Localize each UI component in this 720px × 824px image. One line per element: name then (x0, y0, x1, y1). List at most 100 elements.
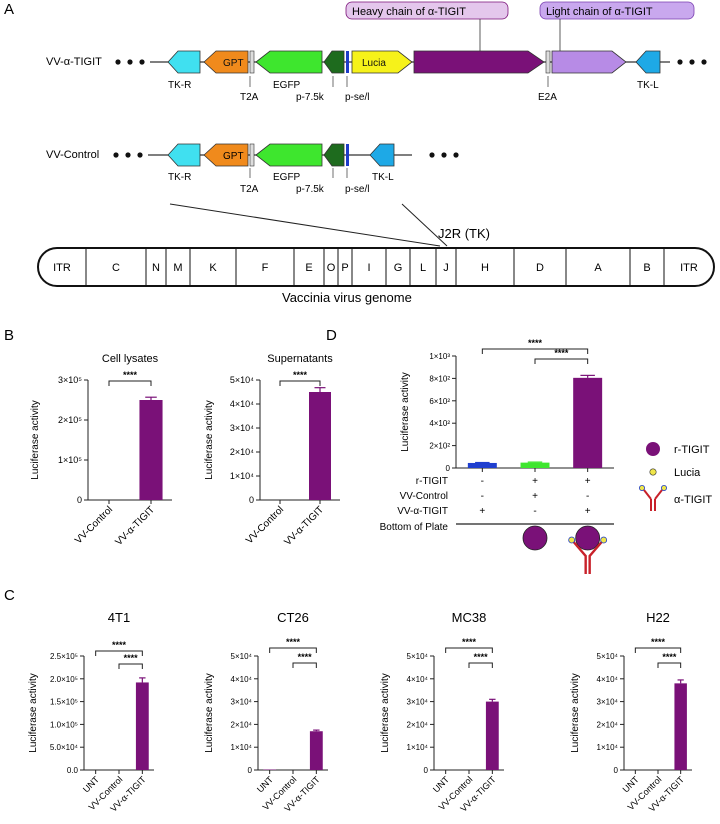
condition-sign-1-0: - (481, 491, 484, 502)
bar-1 (520, 462, 550, 468)
x-tick-label-1: VV-α-TIGIT (282, 504, 326, 548)
y-tick-label: 3×10⁵ (58, 375, 82, 385)
panel-c-letter: C (4, 587, 15, 604)
heavy-chain-gene (413, 50, 545, 74)
y-tick-label: 3×10⁴ (597, 698, 619, 707)
bar-2 (135, 682, 149, 770)
egfp-label-1: EGFP (273, 80, 301, 91)
genome-segment-17: ITR (680, 262, 698, 274)
bar-2 (485, 701, 499, 770)
sig-bracket-0 (634, 647, 682, 653)
sig-bracket-1 (118, 663, 143, 669)
x-tick-label-0: UNT (81, 774, 102, 795)
y-tick-label: 1×10⁴ (597, 743, 619, 752)
y-tick-label: 2.0×10⁵ (50, 675, 78, 684)
sig-bracket-1 (292, 662, 317, 668)
sig-bracket-1 (657, 662, 682, 668)
chart-title: CT26 (277, 610, 309, 625)
sig-stars-1: **** (298, 652, 313, 662)
panel-b-letter: B (4, 327, 14, 344)
x-tick-label-0: VV-Control (73, 504, 115, 546)
tkl-gene-2 (369, 143, 395, 167)
tkr-gene (167, 50, 201, 74)
y-tick-label: 3×10⁴ (231, 698, 253, 707)
panel-d-letter: D (326, 327, 337, 344)
gpt-label: GPT (223, 58, 244, 69)
condition-label-2: VV-α-TIGIT (397, 506, 448, 517)
chart-title: Supernatants (267, 353, 333, 365)
y-tick-label: 3×10⁴ (230, 423, 254, 433)
legend-r-tigit: r-TIGIT (674, 444, 710, 456)
sig-bracket-1 (468, 662, 493, 668)
dots-right-1 (677, 59, 707, 65)
y-tick-label: 5×10⁴ (597, 652, 619, 661)
light-chain-gene (551, 50, 627, 74)
sig-stars-1: **** (662, 652, 677, 662)
panel-a-letter: A (4, 1, 14, 18)
chart-h22: H2201×10⁴2×10⁴3×10⁴4×10⁴5×10⁴Luciferase … (570, 610, 692, 814)
y-tick-label: 1×10⁵ (58, 455, 82, 465)
y-tick-label: 2×10⁴ (230, 447, 254, 457)
egfp-gene (255, 50, 323, 74)
y-tick-label: 5×10⁴ (407, 652, 429, 661)
egfp-label-2: EGFP (273, 172, 301, 183)
lucia-label: Lucia (362, 58, 386, 69)
sig-stars-0: **** (286, 637, 301, 647)
sig-bracket-0 (95, 650, 143, 656)
sig-bracket-0 (108, 380, 152, 386)
pse-label-2: p-se/l (345, 184, 369, 195)
condition-sign-1-1: + (532, 491, 538, 502)
y-tick-label: 0 (248, 766, 253, 775)
genome-segment-16: B (643, 262, 650, 274)
condition-label-1: VV-Control (400, 491, 448, 502)
chart-supernatants: Supernatants01×10⁴2×10⁴3×10⁴4×10⁴5×10⁴Lu… (204, 353, 340, 548)
condition-sign-2-1: - (533, 506, 536, 517)
condition-sign-0-1: + (532, 476, 538, 487)
tkl-label-2: TK-L (372, 172, 394, 183)
y-tick-label: 0.0 (67, 766, 79, 775)
sig-stars-0: **** (123, 370, 138, 380)
tkl-label-1: TK-L (637, 80, 659, 91)
sig-stars-0: **** (651, 637, 666, 647)
y-tick-label: 2×10⁴ (231, 720, 253, 729)
t2a-element-2 (249, 143, 255, 167)
tkl-gene (635, 50, 661, 74)
lucia-legend-icon (649, 468, 657, 476)
t2a-label-1: T2A (240, 92, 259, 103)
y-tick-label: 1×10³ (429, 352, 450, 361)
y-tick-label: 2.5×10⁵ (50, 652, 78, 661)
y-tick-label: 1×10⁴ (231, 743, 253, 752)
lucia-dot-2 (600, 536, 608, 544)
chart-ct26: CT2601×10⁴2×10⁴3×10⁴4×10⁴5×10⁴Luciferase… (204, 610, 328, 814)
y-tick-label: 2×10⁴ (407, 720, 429, 729)
genome-bar (37, 247, 715, 287)
y-axis-label: Luciferase activity (380, 673, 391, 752)
dots-left-2 (113, 152, 143, 158)
bar-1 (309, 392, 331, 500)
y-tick-label: 2×10⁵ (58, 415, 82, 425)
y-tick-label: 1×10⁴ (230, 471, 254, 481)
zoom-line-right (401, 203, 448, 247)
antibody-shape (572, 541, 603, 574)
y-tick-label: 0 (249, 495, 254, 505)
y-axis-label: Luciferase activity (204, 400, 215, 479)
condition-sign-2-2: + (585, 506, 591, 517)
y-tick-label: 2×10² (429, 442, 450, 451)
y-tick-label: 1×10⁴ (407, 743, 429, 752)
bar-2 (674, 683, 687, 770)
heavy-chain-label: Heavy chain of α-TIGIT (352, 6, 466, 18)
panel-d-legend: r-TIGIT Lucia α-TIGIT (639, 442, 712, 511)
y-axis-label: Luciferase activity (400, 372, 411, 451)
y-tick-label: 4×10⁴ (231, 675, 253, 684)
sig-bracket-0 (269, 647, 317, 653)
p75k-label-1: p-7.5k (296, 92, 325, 103)
sig-bracket-1 (534, 358, 589, 364)
y-tick-label: 4×10⁴ (407, 675, 429, 684)
condition-sign-2-0: + (479, 506, 485, 517)
genome-segment-13: H (481, 262, 489, 274)
y-axis-label: Luciferase activity (28, 673, 39, 752)
genome-segment-11: L (420, 262, 426, 274)
sig-stars-1: **** (124, 653, 139, 663)
